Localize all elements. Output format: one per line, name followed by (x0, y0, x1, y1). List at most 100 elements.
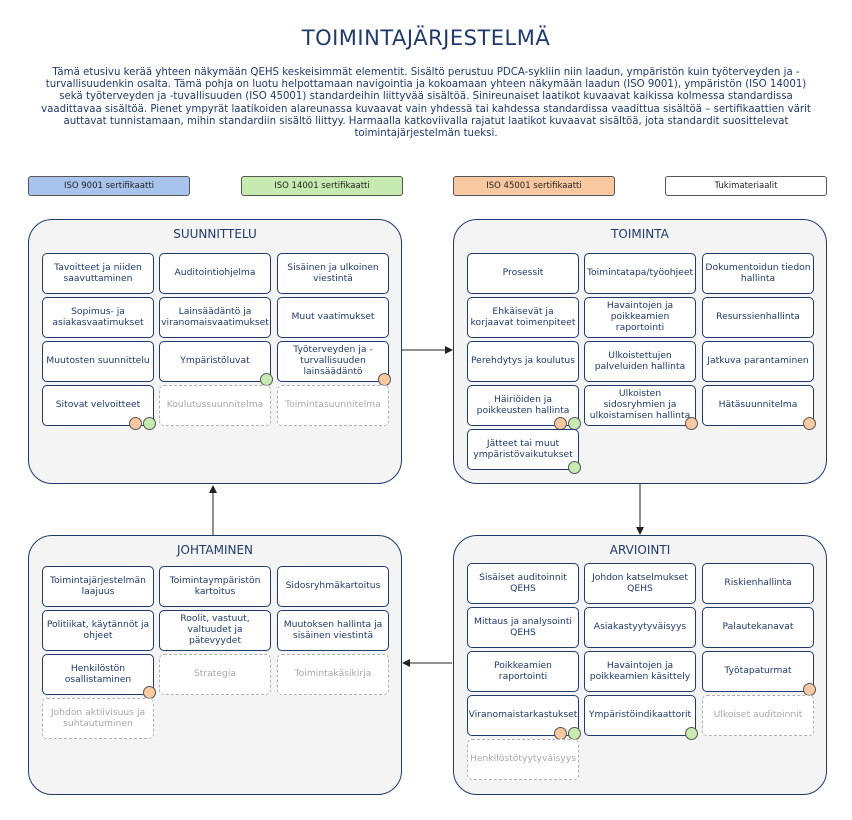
card-label: Johdon aktiivisuus ja suhtautuminen (50, 706, 146, 729)
section-toiminta: TOIMINTA Prosessit Toimintatapa/työohjeet D… (453, 219, 827, 484)
content-card[interactable]: Jätteet tai muut ympäristövaikutukset (467, 429, 581, 474)
intro-text: Tämä etusivu kerää yhteen näkymään QEHS … (41, 67, 811, 140)
content-card[interactable]: Sisäiset auditoinnit QEHS (467, 563, 579, 604)
content-card[interactable]: Ulkoisten sidosryhmien ja ulkoistamisen … (584, 385, 698, 430)
content-card[interactable]: Ympäristöluvat (159, 341, 273, 386)
content-card[interactable]: Toimintaympäristön kartoitus (159, 566, 271, 607)
card-label: Strategia (193, 668, 237, 680)
content-card[interactable]: Häiriöiden ja poikkeusten hallinta (467, 385, 581, 430)
content-card[interactable]: Työtapaturmat (702, 651, 816, 696)
support-card[interactable]: Toimintasuunnitelma (277, 385, 389, 426)
card-label: Viranomaistarkastukset (468, 709, 578, 721)
legend-item-0: ISO 9001 sertifikaatti (28, 176, 190, 196)
content-card[interactable]: Ympäristöindikaattorit (584, 695, 698, 740)
content-card[interactable]: Muutosten suunnittelu (42, 341, 154, 382)
iso45001-indicator (803, 417, 816, 430)
content-card[interactable]: Hätäsuunnitelma (702, 385, 816, 430)
iso14001-indicator (685, 727, 698, 740)
legend-item-3: Tukimateriaalit (665, 176, 827, 196)
section-title: JOHTAMINEN (176, 543, 254, 557)
content-card[interactable]: Riskienhallinta (702, 563, 814, 604)
section-title: TOIMINTA (611, 227, 669, 241)
content-card[interactable]: Palautekanavat (702, 607, 814, 648)
card-label: Ulkoistettujen palveluiden hallinta (594, 349, 686, 372)
card-label: Roolit, vastuut, valtuudet ja pätevyydet (180, 613, 250, 646)
card-label: Ympäristöindikaattorit (588, 709, 692, 721)
content-card[interactable]: Poikkeamien raportointi (467, 651, 579, 692)
card-label: Henkilöstön osallistaminen (64, 662, 132, 685)
card-label: Riskienhallinta (724, 577, 792, 589)
content-card[interactable]: Jatkuva parantaminen (702, 341, 814, 382)
content-card[interactable]: Ehkäisevät ja korjaavat toimenpiteet (467, 297, 579, 338)
support-card[interactable]: Johdon aktiivisuus ja suhtautuminen (42, 698, 154, 739)
card-label: Muutoksen hallinta ja sisäinen viestintä (283, 618, 383, 641)
content-card[interactable]: Sisäinen ja ulkoinen viestintä (277, 253, 389, 294)
support-card[interactable]: Koulutussuunnitelma (159, 385, 271, 426)
content-card[interactable]: Politiikat, käytännöt ja ohjeet (42, 610, 154, 651)
content-card[interactable]: Muutoksen hallinta ja sisäinen viestintä (277, 610, 389, 651)
card-label: Johdon katselmukset QEHS (592, 571, 688, 594)
content-card[interactable]: Työterveyden ja -turvallisuuden lainsääd… (277, 341, 391, 386)
card-label: Ulkoiset auditoinnit (713, 709, 803, 721)
card-label: Jätteet tai muut ympäristövaikutukset (473, 437, 573, 460)
content-card[interactable]: Sopimus- ja asiakasvaatimukset (42, 297, 154, 338)
card-label: Toimintajärjestelmän laajuus (50, 574, 146, 597)
content-card[interactable]: Prosessit (467, 253, 579, 294)
content-card[interactable]: Havaintojen ja poikkeamien raportointi (584, 297, 696, 338)
card-label: Perehdytys ja koulutus (470, 355, 576, 367)
card-label: Sidosryhmäkartoitus (285, 580, 381, 592)
card-label: Prosessit (502, 267, 544, 279)
iso45001-indicator (129, 417, 142, 430)
content-card[interactable]: Resurssienhallinta (702, 297, 814, 338)
card-label: Muut vaatimukset (291, 311, 375, 323)
content-card[interactable]: Perehdytys ja koulutus (467, 341, 579, 382)
card-label: Palautekanavat (722, 621, 794, 633)
support-card[interactable]: Toimintakäsikirja (277, 654, 389, 695)
card-label: Poikkeamien raportointi (494, 659, 552, 682)
content-card[interactable]: Henkilöstön osallistaminen (42, 654, 156, 699)
content-card[interactable]: Mittaus ja analysointi QEHS (467, 607, 579, 648)
card-label: Toimintatapa/työohjeet (586, 267, 694, 279)
card-label: Tavoitteet ja niiden saavuttaminen (54, 261, 142, 284)
card-label: Lainsäädäntö ja viranomaisvaatimukset (161, 305, 269, 328)
content-card[interactable]: Tavoitteet ja niiden saavuttaminen (42, 253, 154, 294)
iso45001-indicator (685, 417, 698, 430)
content-card[interactable]: Roolit, vastuut, valtuudet ja pätevyydet (159, 610, 271, 651)
card-label: Häiriöiden ja poikkeusten hallinta (476, 393, 570, 416)
card-label: Toimintakäsikirja (294, 668, 372, 680)
card-label: Muutosten suunnittelu (46, 355, 150, 367)
support-card[interactable]: Henkilöstötyytyväisyys (467, 739, 579, 780)
content-card[interactable]: Dokumentoidun tiedon hallinta (702, 253, 814, 294)
content-card[interactable]: Lainsäädäntö ja viranomaisvaatimukset (159, 297, 271, 338)
content-card[interactable]: Toimintatapa/työohjeet (584, 253, 696, 294)
content-card[interactable]: Muut vaatimukset (277, 297, 389, 338)
card-label: Ehkäisevät ja korjaavat toimenpiteet (470, 305, 576, 328)
support-card[interactable]: Ulkoiset auditoinnit (702, 695, 814, 736)
legend-item-2: ISO 45001 sertifikaatti (453, 176, 615, 196)
content-card[interactable]: Johdon katselmukset QEHS (584, 563, 696, 604)
card-label: Sopimus- ja asiakasvaatimukset (52, 305, 144, 328)
card-label: Havaintojen ja poikkeamien raportointi (606, 300, 674, 333)
card-label: Sisäiset auditoinnit QEHS (479, 571, 567, 594)
support-card[interactable]: Strategia (159, 654, 271, 695)
card-label: Toimintaympäristön kartoitus (169, 574, 261, 597)
content-card[interactable]: Havaintojen ja poikkeamien käsittely (584, 651, 696, 692)
content-card[interactable]: Ulkoistettujen palveluiden hallinta (584, 341, 696, 382)
content-card[interactable]: Asiakastyytyväisyys (584, 607, 696, 648)
card-label: Työterveyden ja -turvallisuuden lainsääd… (293, 344, 373, 377)
card-label: Dokumentoidun tiedon hallinta (705, 261, 811, 284)
content-card[interactable]: Auditointiohjelma (159, 253, 271, 294)
card-label: Työtapaturmat (724, 665, 792, 677)
card-label: Sisäinen ja ulkoinen viestintä (287, 261, 379, 284)
card-label: Ympäristöluvat (180, 355, 250, 367)
card-label: Mittaus ja analysointi QEHS (474, 615, 572, 638)
content-card[interactable]: Toimintajärjestelmän laajuus (42, 566, 154, 607)
card-label: Toimintasuunnitelma (285, 399, 381, 411)
content-card[interactable]: Sidosryhmäkartoitus (277, 566, 389, 607)
content-card[interactable]: Viranomaistarkastukset (467, 695, 581, 740)
iso14001-indicator (568, 461, 581, 474)
content-card[interactable]: Sitovat velvoitteet (42, 385, 156, 430)
